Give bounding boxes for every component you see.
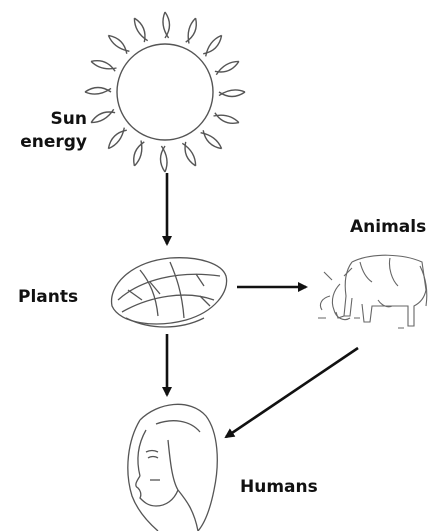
- humans-label: Humans: [240, 476, 318, 498]
- sun-ray: [216, 61, 239, 74]
- sun-ray: [91, 109, 114, 122]
- sun-ray: [91, 61, 115, 72]
- sun-ray: [134, 18, 147, 41]
- sun-ray: [203, 35, 221, 53]
- arrow-animals-to-humans: [226, 348, 358, 437]
- human-face-icon: [128, 404, 217, 531]
- sun-ray: [108, 128, 124, 149]
- plant-leaf-icon: [112, 258, 227, 327]
- sun-ray: [182, 143, 195, 166]
- plants-label: Plants: [18, 286, 78, 308]
- sun-ray: [108, 35, 129, 51]
- animals-label: Animals: [350, 216, 426, 238]
- sun-ray: [91, 112, 115, 123]
- sun-ray: [203, 130, 221, 148]
- sun-ray: [206, 35, 222, 56]
- sun-ray: [185, 142, 196, 166]
- sun-energy-label: energy: [18, 131, 87, 153]
- sun-ray: [134, 18, 145, 42]
- sun-ray: [186, 18, 197, 42]
- sun-ray: [215, 61, 239, 72]
- sun-ray: [108, 130, 126, 148]
- cow-icon: [318, 255, 427, 328]
- sun-label: Sun: [37, 108, 87, 130]
- sun-ray: [108, 35, 126, 53]
- sun-icon: [85, 12, 245, 172]
- sun-ray: [201, 133, 222, 149]
- sun-ray: [134, 142, 145, 166]
- sun-ray: [215, 113, 239, 124]
